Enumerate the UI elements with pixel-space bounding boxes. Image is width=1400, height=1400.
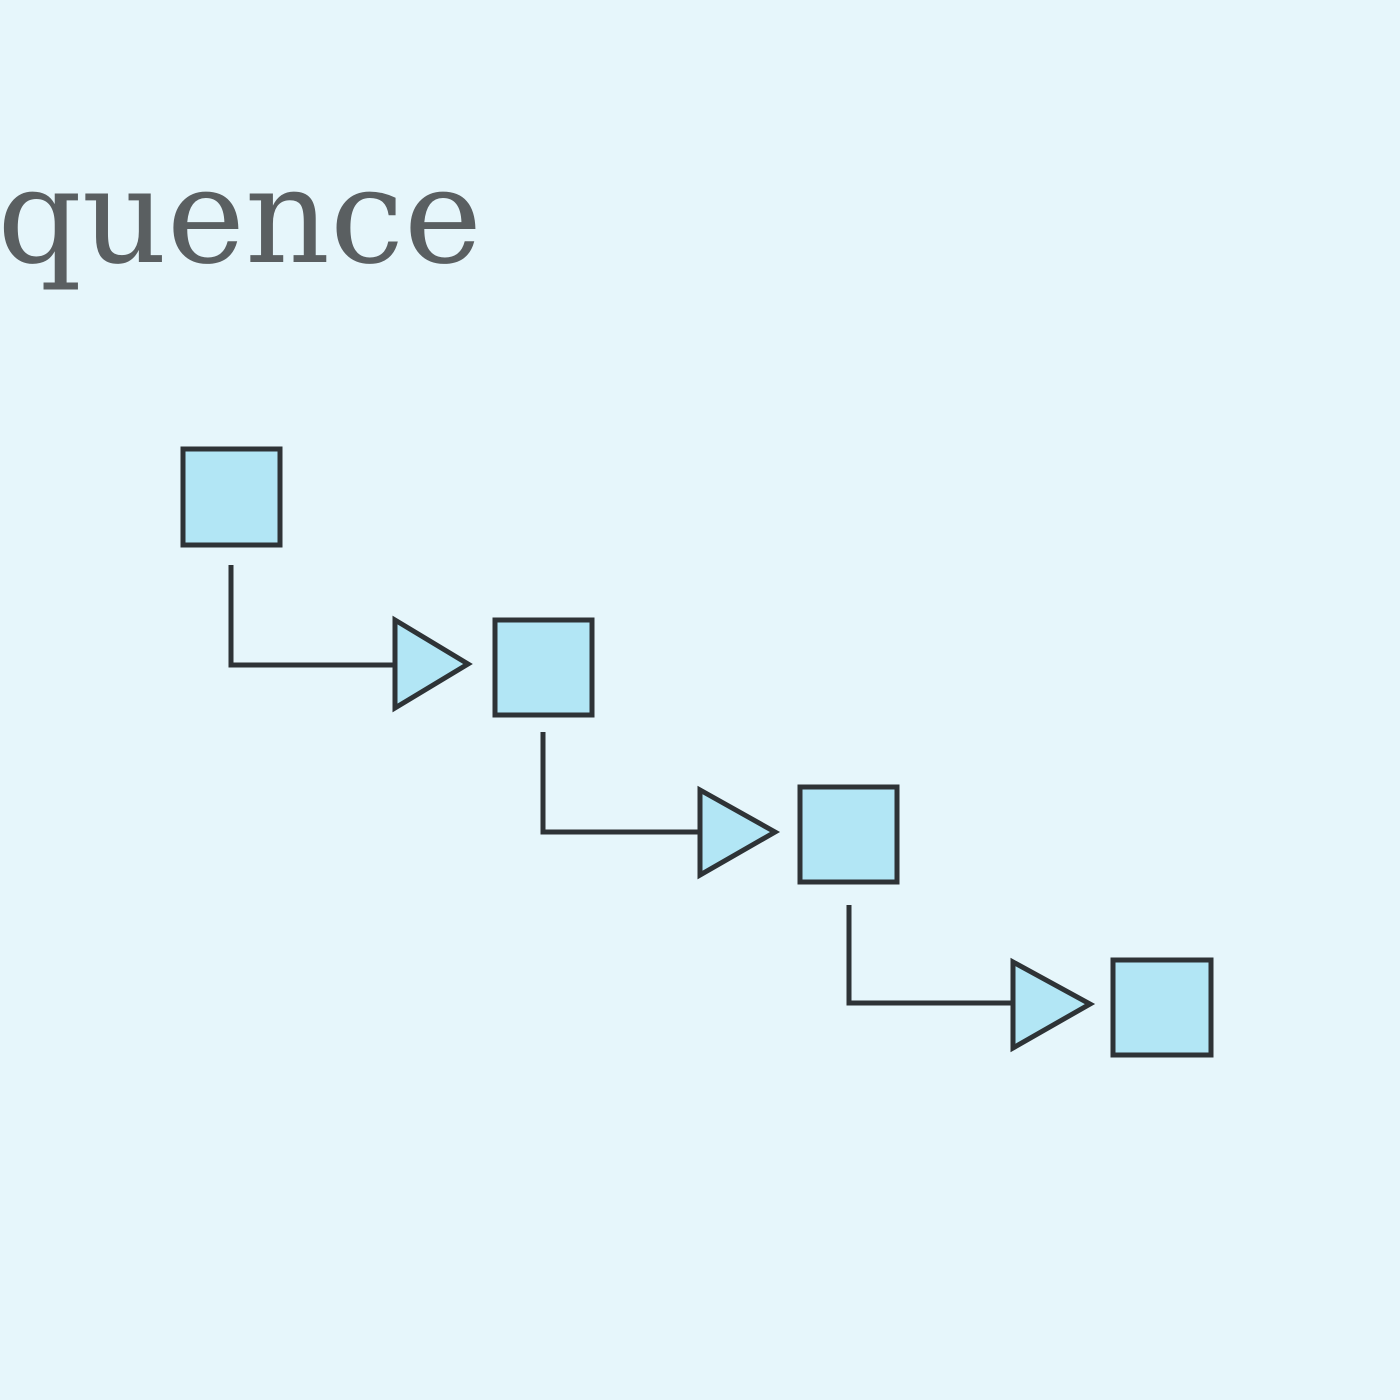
step-node-2 [492,617,595,718]
step-node-4 [1110,957,1214,1058]
step-node-1 [180,446,283,548]
connector-3 [846,905,1016,1006]
arrow-head-icon [1010,957,1096,1053]
diagram-title: Sequence [0,140,482,294]
connector-2 [540,732,703,835]
arrow-head-icon [697,785,781,880]
connector-1 [228,565,398,668]
arrow-head-icon [392,615,473,713]
step-node-3 [797,784,900,885]
